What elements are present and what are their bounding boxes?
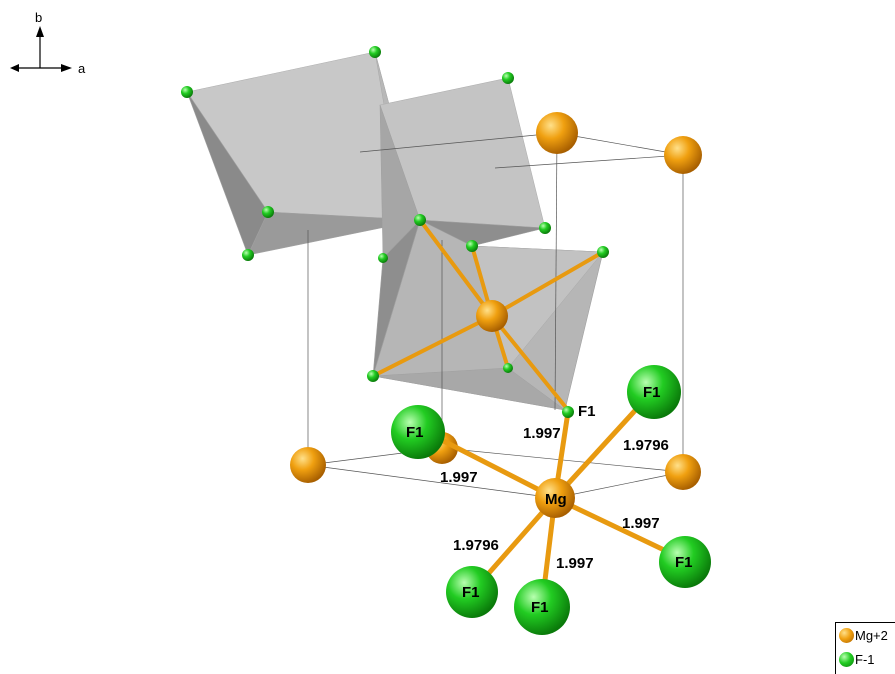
legend-item-f: F-1 (836, 647, 895, 671)
mg-ball-icon (839, 627, 854, 643)
legend-label-mg: Mg+2 (855, 627, 888, 643)
mg-atom-corner (536, 112, 578, 154)
mg-atom-corner (665, 454, 701, 490)
mg-label-center: Mg (545, 491, 567, 508)
f-vertex (466, 240, 478, 252)
f-ball-icon (839, 651, 854, 667)
bond-length-bottom: 1.997 (556, 555, 594, 572)
legend-label-f: F-1 (855, 651, 875, 667)
bond-length-labels: 1.997 1.9796 1.997 1.997 1.9796 1.997 (440, 425, 669, 572)
legend-item-mg: Mg+2 (836, 623, 895, 647)
upper-mg-bonds (371, 218, 605, 412)
f-vertex (369, 46, 381, 58)
f-label-bottom: F1 (531, 599, 549, 616)
f-ligands: F1 F1 F1 F1 F1 (391, 365, 711, 635)
f-vertex (181, 86, 193, 98)
mg-atom-upper (476, 300, 508, 332)
bond-length-upper-left: 1.997 (440, 469, 478, 486)
axis-a-label: a (78, 61, 86, 76)
polyhedron-back-right (379, 77, 546, 259)
f-vertex (503, 363, 513, 373)
f-label-right: F1 (675, 554, 693, 571)
f-atom-upper-left (391, 405, 445, 459)
mg-atom-corner (290, 447, 326, 483)
f-label-upper-right: F1 (643, 384, 661, 401)
unit-cell (307, 132, 684, 499)
f-label-upper-left: F1 (406, 424, 424, 441)
f-vertex (262, 206, 274, 218)
f-atom-bottom (514, 579, 570, 635)
f-vertex (597, 246, 609, 258)
f-label-lower-left: F1 (462, 584, 480, 601)
f-vertex (367, 370, 379, 382)
bond-length-top: 1.997 (523, 425, 561, 442)
bond-length-upper-right: 1.9796 (623, 437, 669, 454)
f-atom-upper-right (627, 365, 681, 419)
mg-atom-center (535, 478, 575, 518)
f-vertex (502, 72, 514, 84)
f-vertex (378, 253, 388, 263)
bond-length-lower-left: 1.9796 (453, 537, 499, 554)
f-vertices (181, 46, 609, 382)
f-atom-top (562, 406, 574, 418)
f-vertex (242, 249, 254, 261)
f-vertex (414, 214, 426, 226)
axes-indicator: b a (10, 10, 86, 76)
f-atom-right (659, 536, 711, 588)
f-vertex (539, 222, 551, 234)
legend: Mg+2 F-1 (835, 622, 895, 674)
f-atom-lower-left (446, 566, 498, 618)
f-label-top: F1 (578, 403, 596, 420)
axis-b-label: b (35, 10, 42, 25)
bond-length-right: 1.997 (622, 515, 660, 532)
mg-atom-corner (664, 136, 702, 174)
